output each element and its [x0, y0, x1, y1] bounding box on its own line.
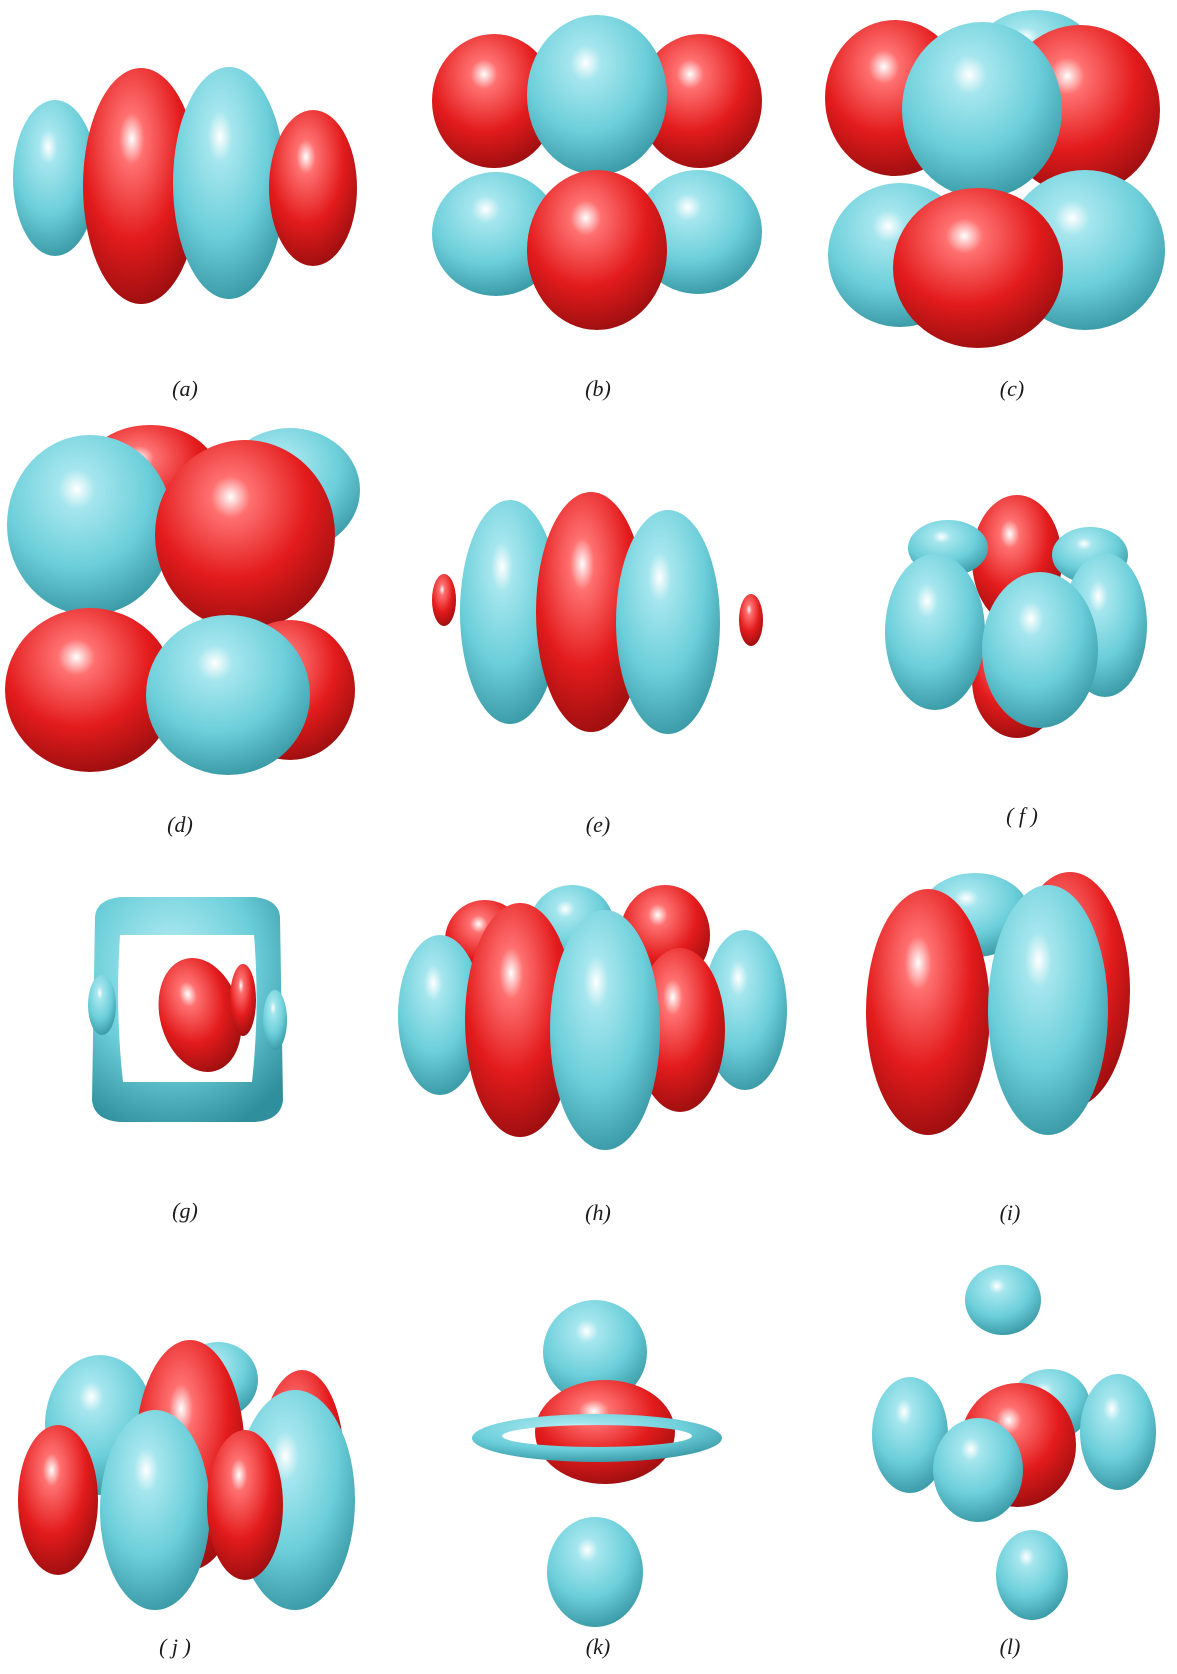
lobe-positive	[965, 1265, 1041, 1335]
panel-label-i: (i)	[999, 1200, 1021, 1225]
lobe-negative	[155, 440, 335, 630]
lobe-positive	[7, 435, 173, 615]
panel-label-j: ( j )	[159, 1634, 191, 1659]
lobe-negative	[269, 110, 357, 266]
lobe-negative	[527, 170, 667, 330]
orbital-g	[88, 897, 287, 1122]
lobe-positive	[146, 615, 310, 775]
panel-label-e: (e)	[585, 812, 611, 837]
lobe-negative	[432, 34, 556, 168]
orbital-k	[472, 1300, 722, 1627]
lobe-positive	[1080, 1374, 1156, 1490]
lobe-positive	[550, 910, 660, 1150]
orbital-e	[432, 492, 763, 734]
lobe-negative	[536, 492, 646, 732]
orbital-i	[866, 872, 1130, 1135]
lobe-positive	[13, 100, 97, 256]
lobe-positive	[460, 500, 560, 724]
orbital-d	[5, 425, 360, 775]
lobe-positive	[703, 930, 787, 1090]
lobe-negative	[638, 34, 762, 168]
lobe-positive	[543, 1300, 647, 1404]
panel-label-b: (b)	[585, 376, 611, 401]
lobe-positive	[902, 22, 1062, 198]
lobe-positive	[982, 572, 1098, 728]
panel-label-c: (c)	[999, 376, 1025, 401]
lobe-positive	[547, 1517, 643, 1627]
lobe-positive	[988, 885, 1108, 1135]
lobe-negative	[207, 1430, 283, 1580]
lobe-positive	[527, 15, 667, 175]
lobe-negative	[18, 1425, 98, 1575]
lobe-positive	[88, 975, 116, 1035]
orbital-l	[872, 1265, 1156, 1620]
orbital-f	[885, 495, 1147, 738]
lobe-positive	[885, 554, 985, 710]
orbital-a	[13, 67, 357, 304]
panel-label-d: (d)	[167, 812, 193, 837]
lobe-negative	[158, 958, 242, 1072]
panel-label-f: ( f )	[1006, 803, 1038, 828]
panel-label-l: (l)	[999, 1634, 1021, 1659]
lobe-negative	[5, 608, 175, 772]
panel-label-k: (k)	[585, 1634, 611, 1659]
orbital-h	[398, 885, 787, 1150]
panel-label-a: (a)	[172, 376, 198, 401]
lobe-negative	[635, 948, 725, 1112]
lobe-positive	[398, 935, 482, 1095]
orbital-j	[18, 1340, 355, 1610]
lobe-positive	[173, 67, 285, 299]
lobe-positive	[933, 1418, 1023, 1522]
lobe-negative	[432, 574, 456, 626]
lobe-positive	[996, 1530, 1068, 1620]
lobe-positive	[92, 897, 283, 1122]
lobe-positive	[872, 1377, 948, 1493]
lobe-negative	[83, 68, 199, 304]
lobe-negative	[465, 903, 575, 1137]
lobe-negative	[739, 594, 763, 646]
lobe-positive	[472, 1414, 722, 1462]
lobe-negative	[866, 889, 990, 1135]
lobe-positive	[100, 1410, 210, 1610]
lobe-negative	[535, 1380, 675, 1484]
lobe-positive	[263, 990, 287, 1050]
lobe-negative	[893, 188, 1063, 348]
lobe-positive	[616, 510, 720, 734]
lobe-negative	[230, 964, 256, 1036]
orbital-b	[432, 15, 762, 330]
panel-label-g: (g)	[172, 1198, 198, 1223]
lobe-positive	[432, 172, 560, 296]
orbital-c	[825, 10, 1165, 348]
panel-label-h: (h)	[585, 1200, 611, 1225]
